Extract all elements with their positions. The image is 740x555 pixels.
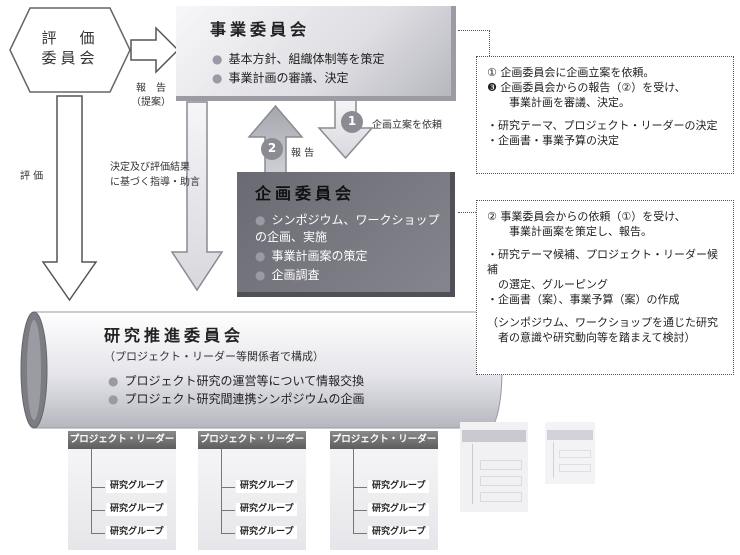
connector-executive [458,30,490,31]
arrow-2-label: 報 告 [291,148,315,159]
circle-1 [341,111,363,133]
placeholder-group-4 [460,422,528,512]
group-2-2: 研究グループ [236,503,298,516]
planning-items: シンポジウム、ワークショップの企画、実施 事業計画案の策定 企画調査 [255,212,445,284]
note2-line-4: ・研究テーマ候補、プロジェクト・リーダー候補 [487,248,718,276]
group-1-1: 研究グループ [106,480,168,493]
research-subtitle: （プロジェクト・リーダー等関係者で構成） [104,350,324,363]
group-2-1: 研究グループ [236,480,298,493]
guidance-down-arrow [170,101,224,292]
research-cylinder [20,311,503,429]
note-planning: ② 事業委員会からの依頼（①）を受け、 事業計画案を策定し、報告。 ・研究テーマ… [476,200,734,375]
group-3-1: 研究グループ [368,480,430,493]
planning-title: 企画委員会 [255,184,356,203]
executive-committee-panel: 事業委員会 基本方針、組織体制等を策定 事業計画の審議、決定 [176,6,456,101]
executive-item-1: 基本方針、組織体制等を策定 [212,50,384,69]
arrow-1-number: 1 [347,114,357,128]
evaluation-down-arrow [41,95,98,302]
group-3-3: 研究グループ [368,526,430,539]
project-leader-2: プロジェクト・リーダー [198,431,306,449]
planning-item-2: 事業計画案の策定 [255,248,445,265]
evaluation-committee-hexagon [9,7,131,93]
group-1-2: 研究グループ [106,503,168,516]
note1-line-3: 事業計画を審議、決定。 [487,96,630,109]
note2-line-9: 者の意識や研究動向等を踏まえて検討） [487,331,696,344]
group-1-3: 研究グループ [106,526,168,539]
project-leader-3: プロジェクト・リーダー [330,431,438,449]
tree-tick-1b [91,510,105,511]
arrow-2-number: 2 [267,141,277,155]
note1-line-6: ・企画書・事業予算の決定 [487,134,619,147]
tree-tick-2b [221,510,235,511]
tree-tick-1a [91,487,105,488]
note1-line-1: ① 企画委員会に企画立案を依頼。 [487,66,655,79]
executive-title: 事業委員会 [210,20,311,39]
tree-line-2 [221,449,222,533]
note-executive: ① 企画委員会に企画立案を依頼。 ❸ 企画委員会からの報告（②）を受け、 事業計… [476,56,734,174]
planning-item-3: 企画調査 [255,267,445,284]
executive-item-2: 事業計画の審議、決定 [212,69,385,88]
note1-line-4 [487,110,723,118]
note2-line-8: （シンポジウム、ワークショップを通じた研究 [487,316,718,329]
evaluation-label: 評 価 [20,171,44,182]
executive-items: 基本方針、組織体制等を策定 事業計画の審議、決定 [212,50,385,88]
group-2-3: 研究グループ [236,526,298,539]
placeholder-group-5 [545,422,595,484]
report-proposal-label: 報 告 （提案） [131,83,171,108]
research-items: プロジェクト研究の運営等について情報交換 プロジェクト研究間連携シンポジウムの企… [108,372,365,408]
planning-committee-panel: 企画委員会 シンポジウム、ワークショップの企画、実施 事業計画案の策定 企画調査 [237,172,455,297]
tree-tick-2a [221,487,235,488]
research-title: 研究推進委員会 [104,326,245,345]
tree-tick-1c [91,533,105,534]
evaluation-committee-label: 評 価 委員会 [41,29,99,67]
note2-line-2: 事業計画案を策定し、報告。 [487,225,652,238]
research-item-2: プロジェクト研究間連携シンポジウムの企画 [108,390,364,408]
connector-planning [458,212,480,213]
note2-line-1: ② 事業委員会からの依頼（①）を受け、 [487,210,686,223]
note1-line-5: ・研究テーマ、プロジェクト・リーダーの決定 [487,119,718,132]
tree-tick-3c [353,533,367,534]
tree-line-1 [91,449,92,533]
note1-line-2: ❸ 企画委員会からの報告（②）を受け、 [487,81,686,94]
tree-tick-2c [221,533,235,534]
planning-item-1: シンポジウム、ワークショップの企画、実施 [255,212,445,246]
note2-line-7 [487,307,723,315]
note2-line-5: の選定、グルーピング [487,278,608,291]
note2-line-6: ・企画書（案）、事業予算（案）の作成 [487,293,680,306]
group-3-2: 研究グループ [368,503,430,516]
note2-line-3 [487,239,723,247]
report-arrow [130,26,180,74]
tree-tick-3b [353,510,367,511]
project-leader-1: プロジェクト・リーダー [68,431,176,449]
arrow-1-label: 企画立案を依頼 [372,120,442,131]
research-item-1: プロジェクト研究の運営等について情報交換 [108,372,365,390]
tree-line-3 [353,449,354,533]
guidance-label: 決定及び評価結果 に基づく指導・助言 [110,162,200,188]
circle-2 [261,138,283,160]
tree-tick-3a [353,487,367,488]
connector-executive-v [489,30,490,56]
